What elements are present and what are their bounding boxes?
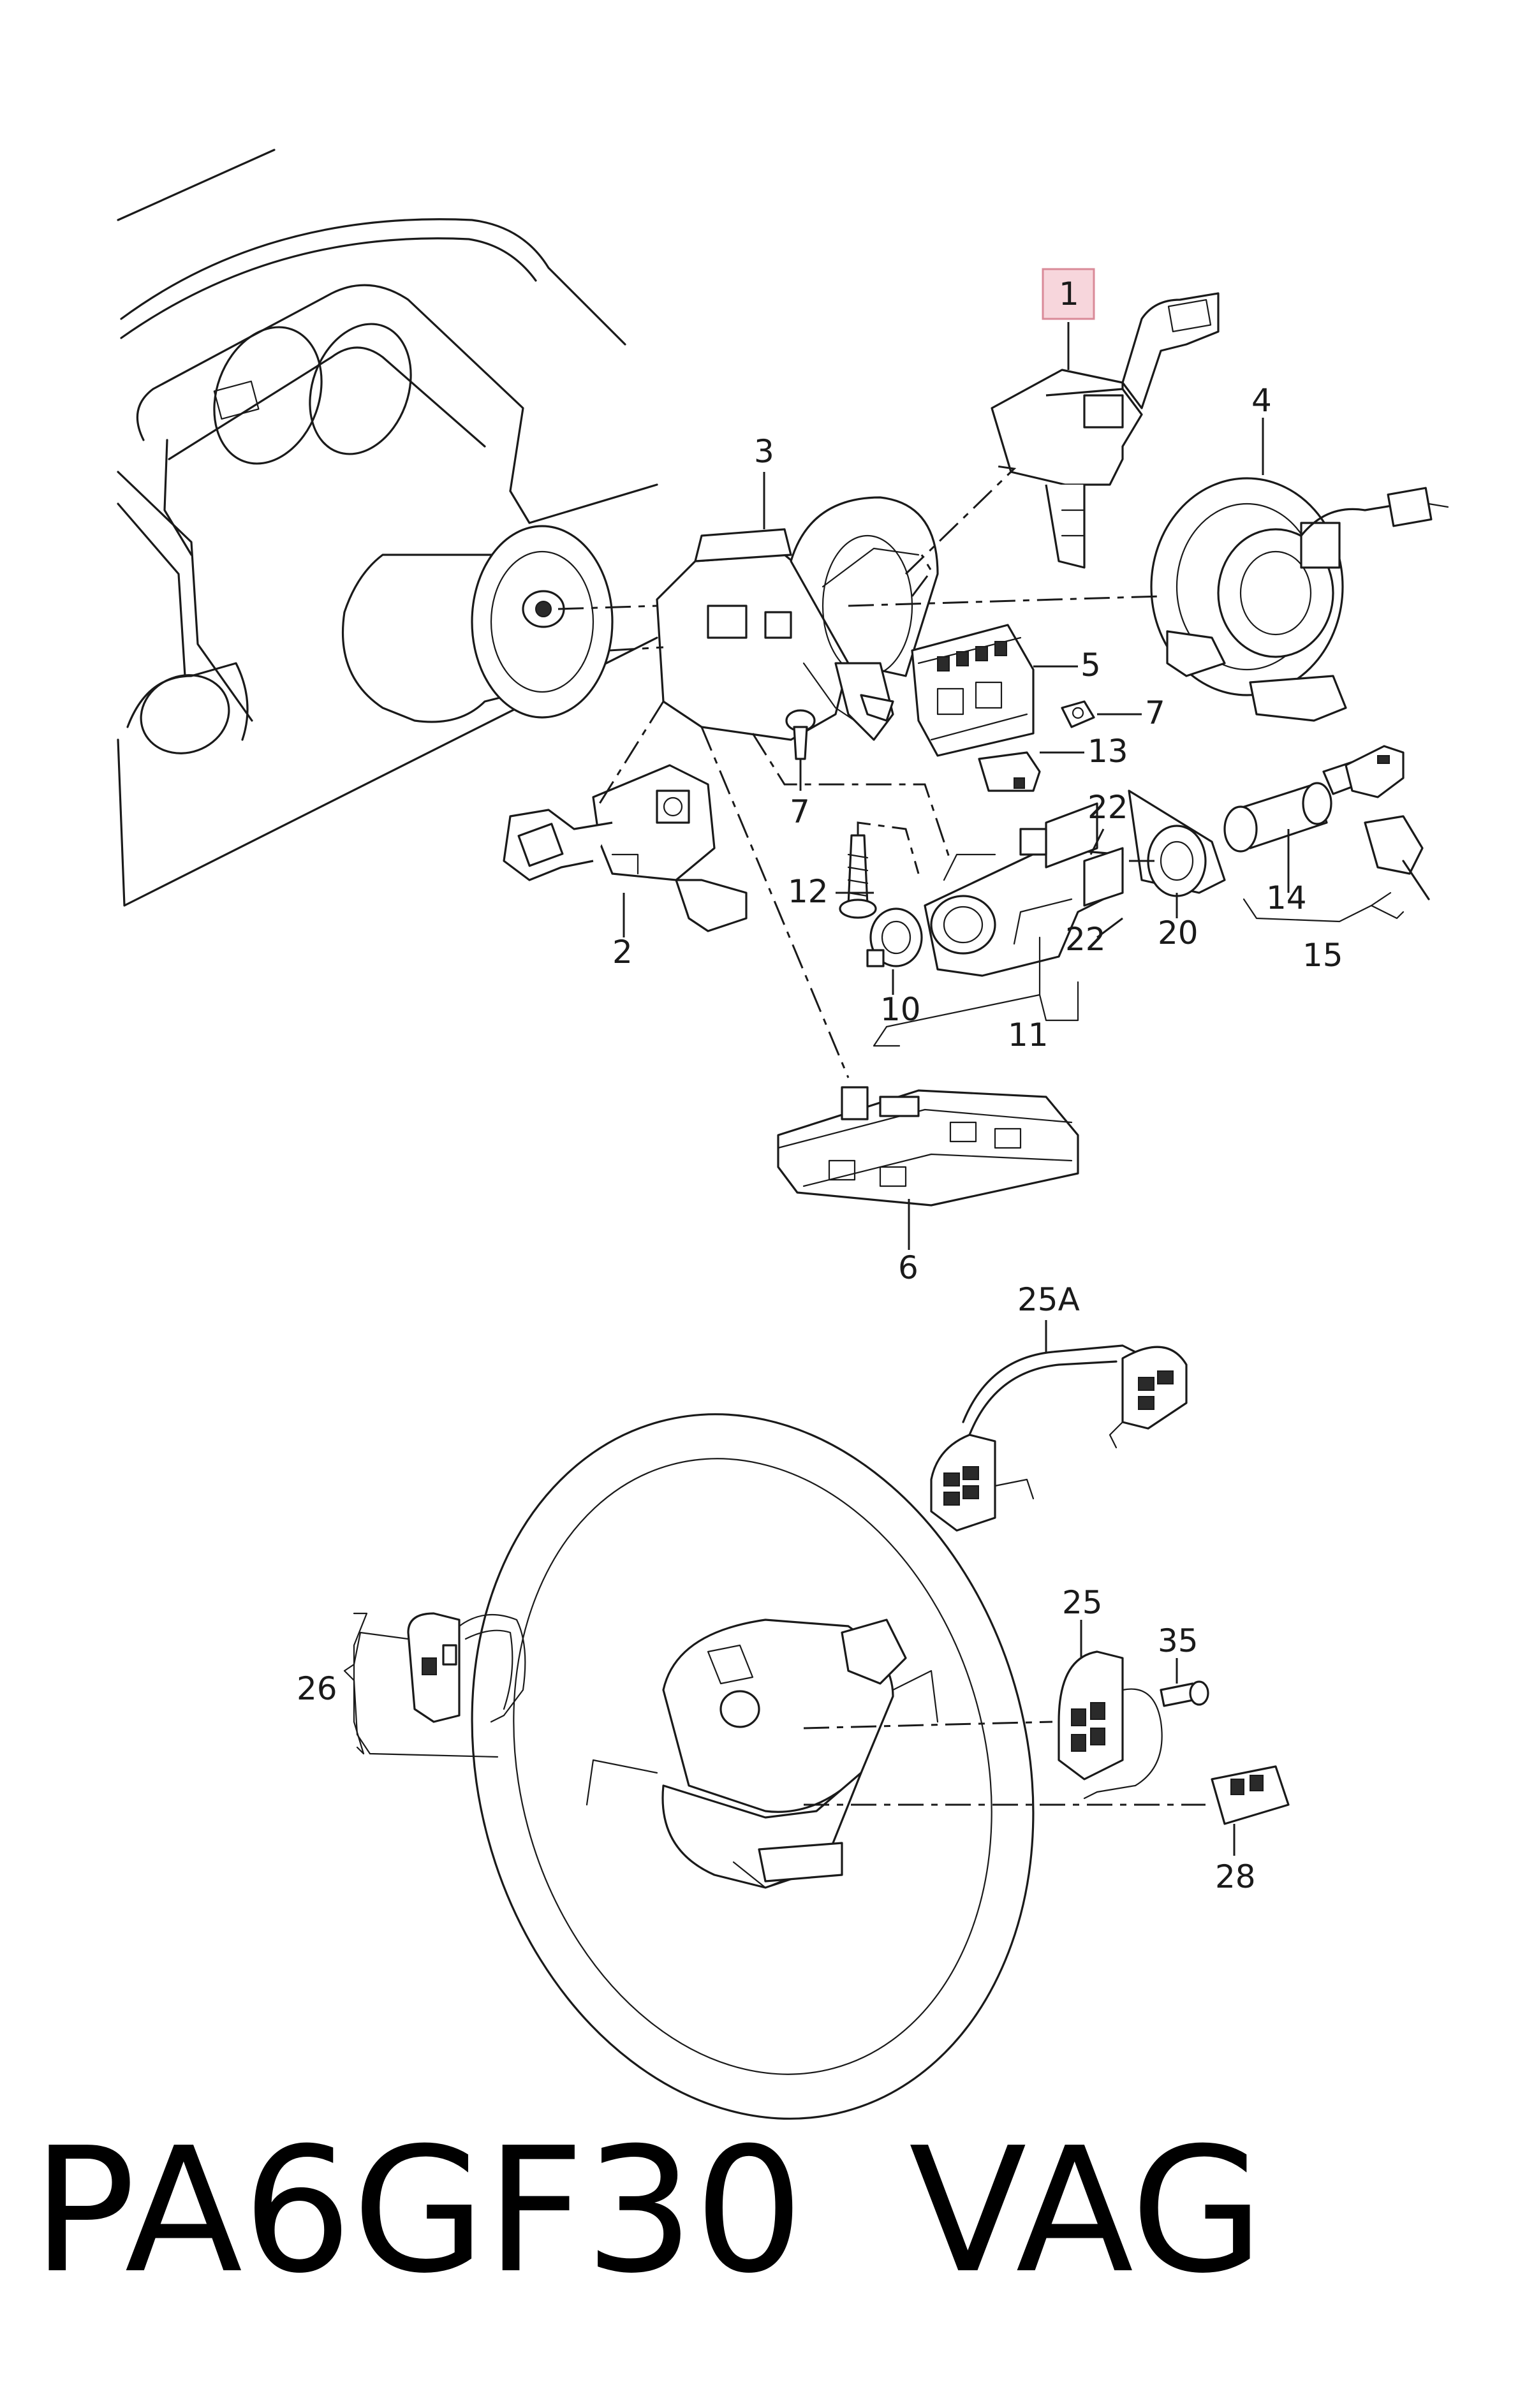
- part-13: [978, 751, 1041, 792]
- caption-brand: VAG: [909, 2110, 1264, 2311]
- steering-wheel: [471, 1413, 1035, 2120]
- label-part-26: 26: [297, 1670, 337, 1707]
- caption-part-code: PA6GF30: [32, 2110, 804, 2311]
- label-part-25: 25: [1062, 1584, 1103, 1621]
- label-part-3: 3: [754, 433, 774, 470]
- label-part-2: 2: [612, 934, 633, 971]
- label-part-22b: 22: [1065, 921, 1106, 958]
- screw-12: [839, 834, 877, 919]
- explosion-lines: [557, 464, 1206, 1806]
- label-part-1: 1: [1059, 275, 1079, 312]
- label-part-7b: 7: [790, 793, 810, 830]
- wiper-lever-1: [991, 292, 1220, 569]
- lock-housing-11: [924, 802, 1124, 977]
- label-part-6: 6: [898, 1249, 918, 1286]
- label-part-15: 15: [1302, 937, 1343, 974]
- screw-7-right: [1061, 700, 1095, 728]
- dashboard-outline: [117, 149, 658, 907]
- part-26: [407, 1612, 526, 1723]
- label-part-14: 14: [1266, 879, 1307, 916]
- clock-spring-4: [1150, 477, 1449, 722]
- control-unit-6: [777, 1086, 1079, 1207]
- highlight-box-part-1: [1042, 268, 1095, 320]
- label-part-7a: 7: [1145, 694, 1165, 731]
- label-part-11: 11: [1008, 1017, 1049, 1054]
- caption: PA6GF30 VAG: [32, 2110, 1264, 2311]
- label-part-25a: 25A: [1017, 1281, 1080, 1318]
- multifunction-buttons-25a: [930, 1344, 1188, 1532]
- turn-signal-lever-2: [503, 764, 748, 932]
- multifunction-button-25: [1058, 1650, 1163, 1800]
- label-part-4: 4: [1251, 382, 1272, 419]
- label-part-35: 35: [1158, 1622, 1198, 1659]
- screw-7-left: [785, 709, 816, 760]
- part-20: [1128, 789, 1226, 897]
- label-part-10: 10: [880, 991, 921, 1028]
- part-labels: 1 3 4 5 7 13 7 22 12 22 2 20 14 15 10 11…: [297, 275, 1343, 1895]
- column-cover-3: [341, 496, 939, 741]
- leader-lines: [343, 322, 1405, 1856]
- label-part-12: 12: [788, 873, 829, 910]
- control-module-5: [911, 624, 1035, 757]
- label-part-13: 13: [1088, 733, 1128, 770]
- key-15: [1345, 745, 1430, 900]
- part-28: [1211, 1765, 1290, 1825]
- part-10: [866, 907, 923, 967]
- label-part-28: 28: [1215, 1858, 1256, 1895]
- label-part-22a: 22: [1088, 789, 1128, 826]
- lock-cylinder-14: [1223, 761, 1360, 853]
- screw-35: [1160, 1680, 1209, 1707]
- label-part-5: 5: [1080, 647, 1101, 684]
- label-part-20: 20: [1158, 914, 1198, 951]
